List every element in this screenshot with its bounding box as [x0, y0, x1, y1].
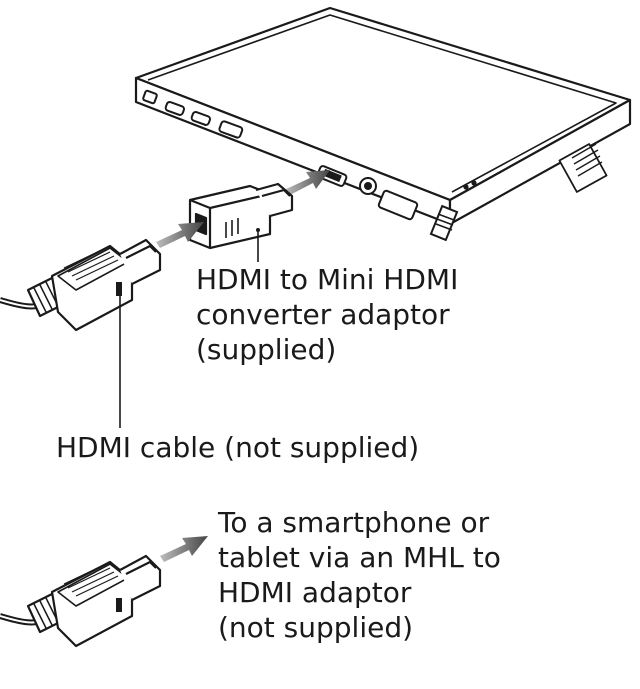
cable-label-text: HDMI cable (not supplied): [56, 431, 420, 464]
device-side-buttons: [142, 89, 244, 139]
mhl-label-line-3: HDMI adaptor: [218, 576, 412, 609]
arrow-to-smartphone: [160, 536, 208, 562]
arrow-to-device: [284, 170, 330, 196]
mhl-label-line-2: tablet via an MHL to: [218, 541, 501, 574]
adaptor-label-line-2: converter adaptor: [196, 298, 450, 331]
device-front-ports: [316, 165, 459, 242]
mhl-label: To a smartphone or tablet via an MHL to …: [218, 505, 501, 645]
arrow-to-adaptor: [156, 222, 204, 248]
hdmi-cable-lower: [0, 554, 162, 648]
adaptor-label-line-1: HDMI to Mini HDMI: [196, 263, 459, 296]
adaptor-label-line-3: (supplied): [196, 333, 337, 366]
mhl-label-line-4: (not supplied): [218, 611, 414, 644]
mhl-label-line-1: To a smartphone or: [218, 506, 490, 539]
hdmi-to-mini-hdmi-adaptor: [188, 182, 294, 250]
cable-label: HDMI cable (not supplied): [56, 430, 419, 465]
hdmi-cable-upper: [0, 238, 162, 332]
adaptor-label: HDMI to Mini HDMI converter adaptor (sup…: [196, 262, 458, 367]
